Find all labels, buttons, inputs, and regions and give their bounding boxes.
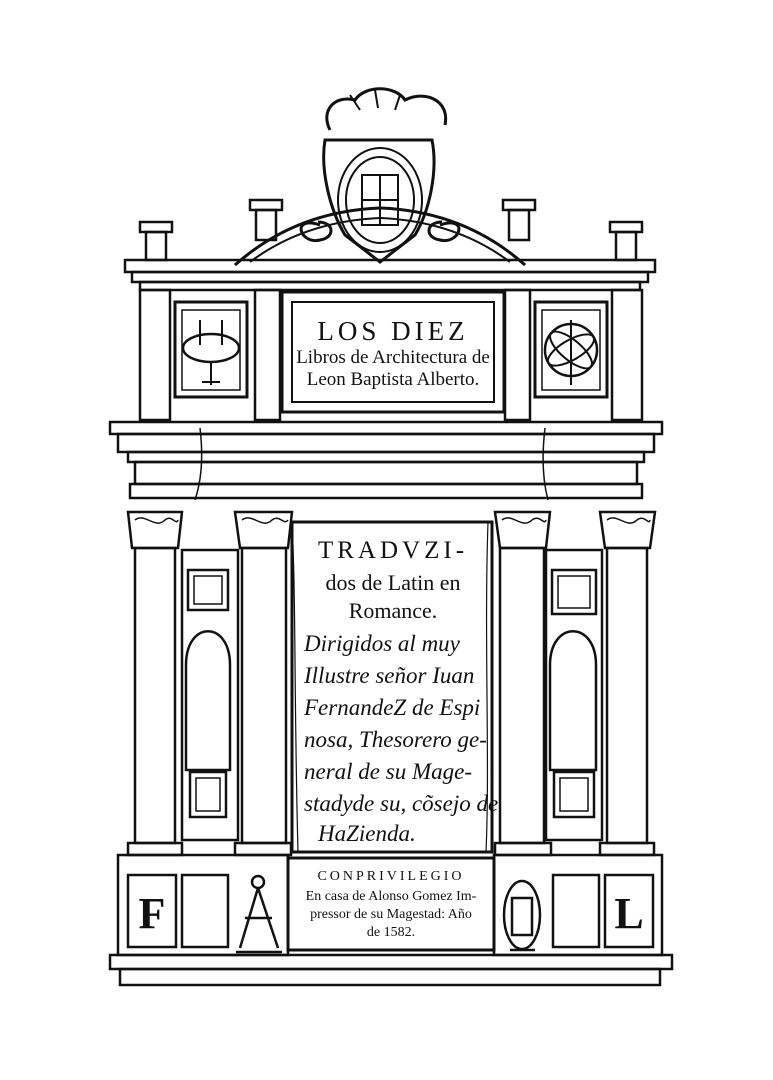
- center-panel: [290, 520, 494, 854]
- imprint-line: En casa de Alonso Gomez Im-: [305, 889, 477, 904]
- translation-heading: TRADVZI-: [317, 537, 469, 564]
- coat-of-arms: [299, 87, 461, 264]
- dedication-line: Illustre señor Iuan: [304, 663, 475, 688]
- imprint-line: pressor de su Magestad: Año: [310, 907, 472, 922]
- initial-right: L: [614, 889, 644, 938]
- pedestal: [108, 853, 674, 987]
- entablature: [108, 420, 664, 501]
- imprint-date: de 1582.: [366, 925, 416, 940]
- column-capitals: [126, 510, 657, 550]
- title-author: Leon Baptista Alberto.: [306, 369, 480, 390]
- translation-line: dos de Latin en: [325, 570, 461, 595]
- dedication-line: Dirigidos al muy: [304, 631, 460, 656]
- initial-left: F: [138, 889, 166, 938]
- right-niche-bay: [544, 548, 604, 842]
- compass-emblem: [236, 874, 282, 954]
- dedication-line: nosa, Thesorero ge-: [304, 727, 487, 752]
- dedication-line: HaZienda.: [318, 821, 416, 846]
- translation-line: Romance.: [348, 598, 438, 623]
- clasp-emblem: [502, 879, 542, 952]
- title-heading: LOS DIEZ: [317, 316, 469, 346]
- title-panel: [280, 290, 506, 414]
- title-subline: Libros de Architectura de: [296, 347, 490, 368]
- upper-cornice: [123, 258, 657, 292]
- dedication-line: stadyde su, cõsejo de: [304, 791, 499, 816]
- left-niche-bay: [180, 548, 240, 842]
- pediment: [234, 206, 526, 267]
- dedication-line: neral de su Mage-: [304, 759, 472, 784]
- astrolabe-emblem: [173, 300, 249, 399]
- privilege-heading: CONPRIVILEGIO: [317, 869, 465, 884]
- dedication-line: FernandeZ de Espi: [304, 695, 481, 720]
- armillary-sphere-emblem: [533, 300, 609, 399]
